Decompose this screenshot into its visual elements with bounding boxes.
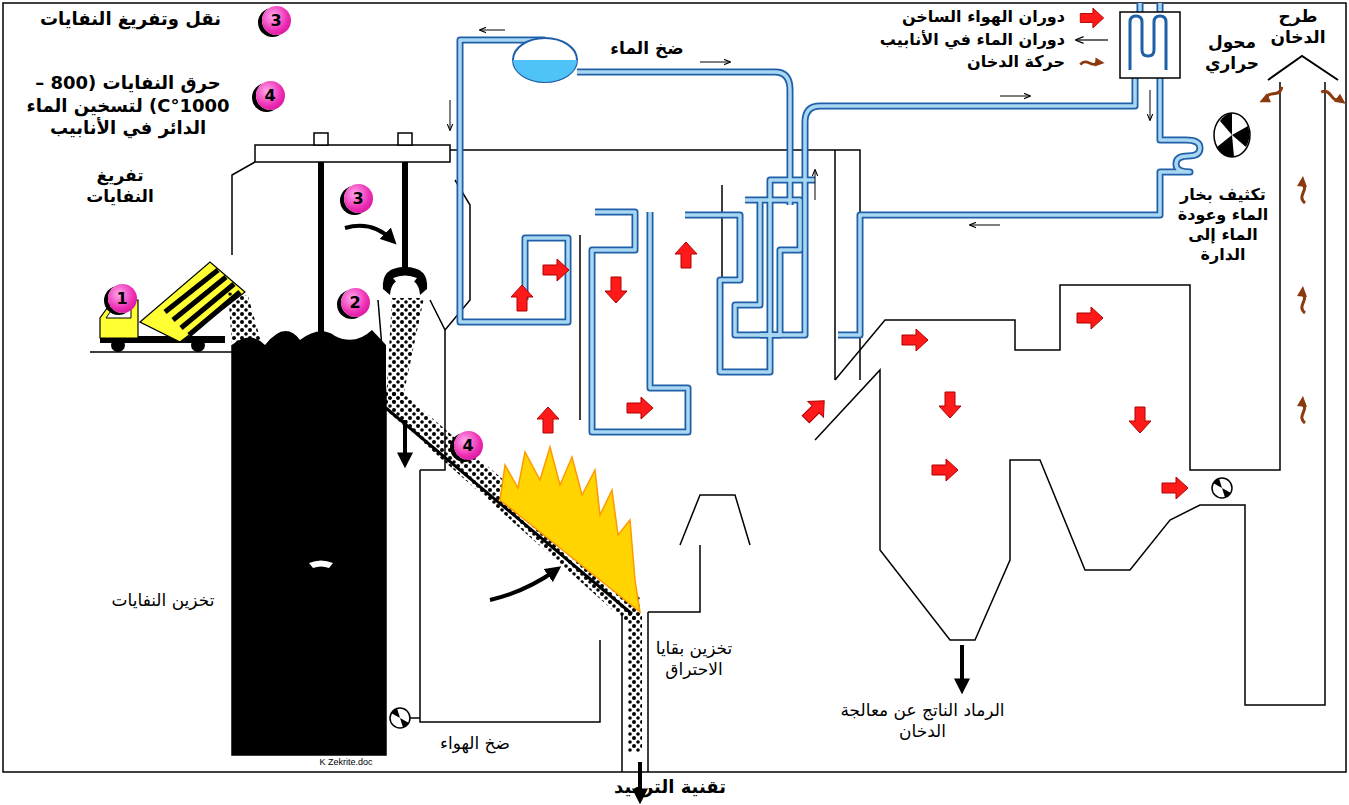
callout-number: 1 [108,284,137,313]
callout-number: 2 [341,288,370,317]
legend-text: دوران الهواء الساخن [850,7,1065,27]
text-label: تخزين النفايات [108,590,218,611]
text-label: نقل وتفريغ النفايات [8,8,253,31]
callout-number: 4 [256,81,285,110]
callout-text: 4 [264,86,275,105]
text-label: تكثيف بخار الماء وعودة الماء إلى الدارة [1172,185,1274,265]
callout-text: 3 [352,189,363,208]
text-label: حرق النفايات (800 – 1000°C) لتسخين الماء… [8,72,248,140]
legend-text: حركة الدخان [850,52,1065,72]
text-label: تخزين بقايا الاحتراق [652,638,736,681]
legend-text: دوران الماء في الأنابيب [850,30,1065,50]
callout-number: 3 [262,6,291,35]
callout-number: 3 [344,184,373,213]
truck [90,262,262,352]
text-label: الرماد الناتج عن معالجة الدخان [830,700,1015,743]
text-label: تفريغ النفايات [72,165,168,208]
callout-text: 2 [349,293,360,312]
text-label: ضخ الهواء [425,733,525,754]
text-label: K Zekrite.doc [296,757,396,768]
callout-text: 1 [116,289,127,308]
callout-number: 4 [454,431,483,460]
text-label: محول حراري [1186,32,1278,75]
text-label: ضخ الماء [592,38,702,59]
callout-text: 3 [270,11,281,30]
callout-text: 4 [462,436,473,455]
text-label: طرح الدخان [1252,6,1344,49]
caption: تقنية الترميد [520,776,820,799]
